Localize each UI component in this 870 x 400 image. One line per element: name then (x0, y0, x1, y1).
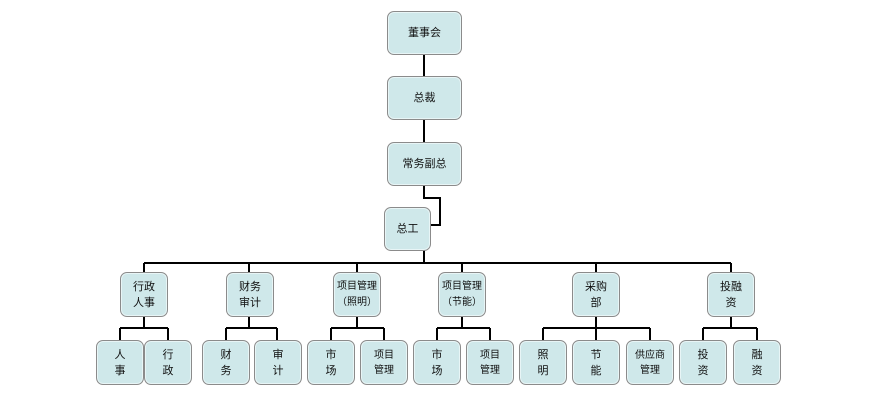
node-department-investment-financing-label: 投融 资 (720, 279, 742, 309)
connector-investment-subunits (702, 317, 758, 340)
node-subunit-investment-label: 投 资 (697, 347, 709, 377)
node-subunit-supplier-management: 供应商 管理 (626, 340, 674, 385)
node-subunit-market-energy: 市 场 (413, 340, 461, 385)
node-subunit-administration: 行 政 (144, 340, 192, 385)
node-subunit-investment: 投 资 (679, 340, 727, 385)
node-subunit-lighting-procurement: 照 明 (519, 340, 567, 385)
node-subunit-financing: 融 资 (733, 340, 781, 385)
node-chief-engineer: 总工 (384, 207, 431, 251)
connector-project-lighting-subunits (330, 317, 385, 340)
node-department-admin-hr: 行政 人事 (120, 272, 168, 317)
connector-finance-subunits (225, 317, 278, 340)
node-department-project-energy: 项目管理 （节能） (438, 272, 486, 317)
node-subunit-project-management-energy-label: 项目 管理 (480, 349, 500, 376)
node-subunit-project-management-energy: 项目 管理 (466, 340, 514, 385)
connector-executive-vp-chief-engineer (423, 185, 441, 226)
node-executive-vp: 常务副总 (387, 142, 462, 186)
node-subunit-project-management-lighting: 项目 管理 (360, 340, 408, 385)
node-subunit-personnel-label: 人 事 (114, 347, 126, 377)
node-department-investment-financing: 投融 资 (707, 272, 755, 317)
node-subunit-market-lighting: 市 场 (307, 340, 355, 385)
connector-project-energy-subunits (436, 317, 491, 340)
node-department-project-lighting-label: 项目管理 （照明） (337, 281, 377, 308)
node-subunit-energy-procurement-label: 节 能 (590, 347, 602, 377)
node-subunit-audit-label: 审 计 (272, 347, 284, 377)
node-subunit-project-management-lighting-label: 项目 管理 (374, 349, 394, 376)
node-subunit-lighting-procurement-label: 照 明 (537, 347, 549, 377)
node-subunit-supplier-management-label: 供应商 管理 (635, 349, 665, 376)
node-department-finance-audit-label: 财务 审计 (239, 279, 261, 309)
node-department-admin-hr-label: 行政 人事 (133, 279, 155, 309)
node-board-label: 董事会 (408, 26, 441, 40)
node-board: 董事会 (387, 11, 462, 55)
node-president-label: 总裁 (413, 91, 436, 105)
node-subunit-finance-label: 财 务 (220, 347, 232, 377)
node-department-procurement-label: 采购 部 (585, 279, 607, 309)
node-department-project-lighting: 项目管理 （照明） (333, 272, 381, 317)
connector-procurement-subunits (542, 317, 651, 340)
node-department-procurement: 采购 部 (572, 272, 620, 317)
node-president: 总裁 (387, 76, 462, 120)
node-subunit-market-energy-label: 市 场 (431, 347, 443, 377)
node-department-finance-audit: 财务 审计 (226, 272, 274, 317)
node-subunit-financing-label: 融 资 (751, 347, 763, 377)
node-chief-engineer-label: 总工 (396, 222, 419, 236)
node-executive-vp-label: 常务副总 (402, 157, 447, 171)
node-subunit-market-lighting-label: 市 场 (325, 347, 337, 377)
node-department-project-energy-label: 项目管理 （节能） (442, 281, 482, 308)
node-subunit-administration-label: 行 政 (162, 347, 174, 377)
node-subunit-finance: 财 务 (202, 340, 250, 385)
node-subunit-personnel: 人 事 (96, 340, 144, 385)
node-subunit-audit: 审 计 (254, 340, 302, 385)
node-subunit-energy-procurement: 节 能 (572, 340, 620, 385)
connector-admin-subunits (119, 317, 169, 340)
